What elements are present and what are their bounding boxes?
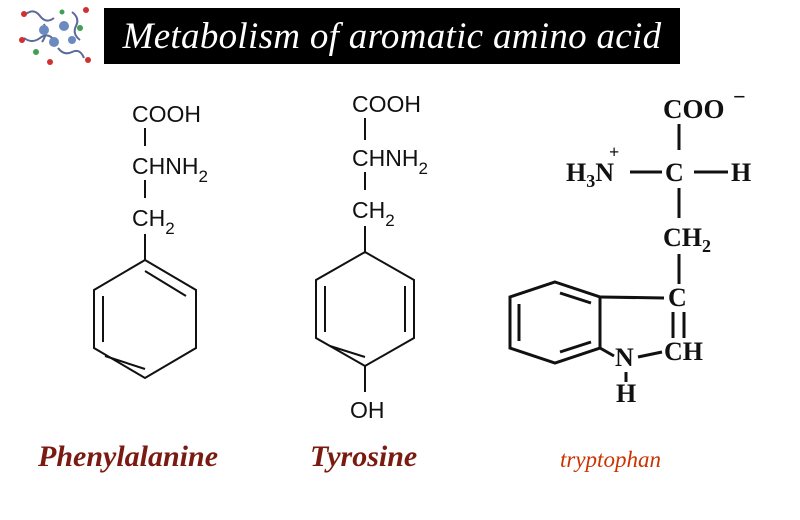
trp-ammonium-charge: +	[609, 142, 619, 162]
trp-methylene: CH2	[663, 223, 711, 256]
tyr-carboxyl: COOH	[352, 91, 421, 117]
phenylalanine-structure: COOH CHNH2 CH2	[93, 101, 208, 380]
tyr-hydroxyl: OH	[350, 397, 385, 423]
trp-ring-nh: H	[616, 379, 636, 408]
tyrosine-name: Tyrosine	[310, 440, 418, 473]
phe-amine: CHNH2	[132, 153, 208, 186]
tyr-methylene: CH2	[352, 197, 395, 230]
tyr-amine: CHNH2	[352, 145, 428, 178]
trp-ammonium: H3N	[566, 158, 614, 191]
phe-carboxyl: COOH	[132, 101, 201, 127]
tryptophan-structure: COO − H3N + C H CH2 C CH N H	[508, 84, 751, 408]
trp-ring-c: C	[668, 283, 687, 312]
phenylalanine-name: Phenylalanine	[38, 440, 219, 473]
title-bar: Metabolism of aromatic amino acid	[104, 8, 680, 64]
trp-alpha-h: H	[731, 158, 751, 187]
tyrosine-structure: COOH CHNH2 CH2 OH	[315, 91, 428, 423]
page-title: Metabolism of aromatic amino acid	[122, 15, 662, 57]
tryptophan-name: tryptophan	[560, 447, 661, 472]
phe-methylene: CH2	[132, 205, 175, 238]
protein-logo-icon	[19, 7, 91, 65]
trp-ring-ch: CH	[664, 337, 703, 366]
trp-carboxylate: COO	[663, 94, 725, 124]
trp-alpha-c: C	[665, 158, 684, 187]
trp-carboxylate-charge: −	[733, 84, 746, 109]
trp-ring-n: N	[615, 343, 634, 372]
